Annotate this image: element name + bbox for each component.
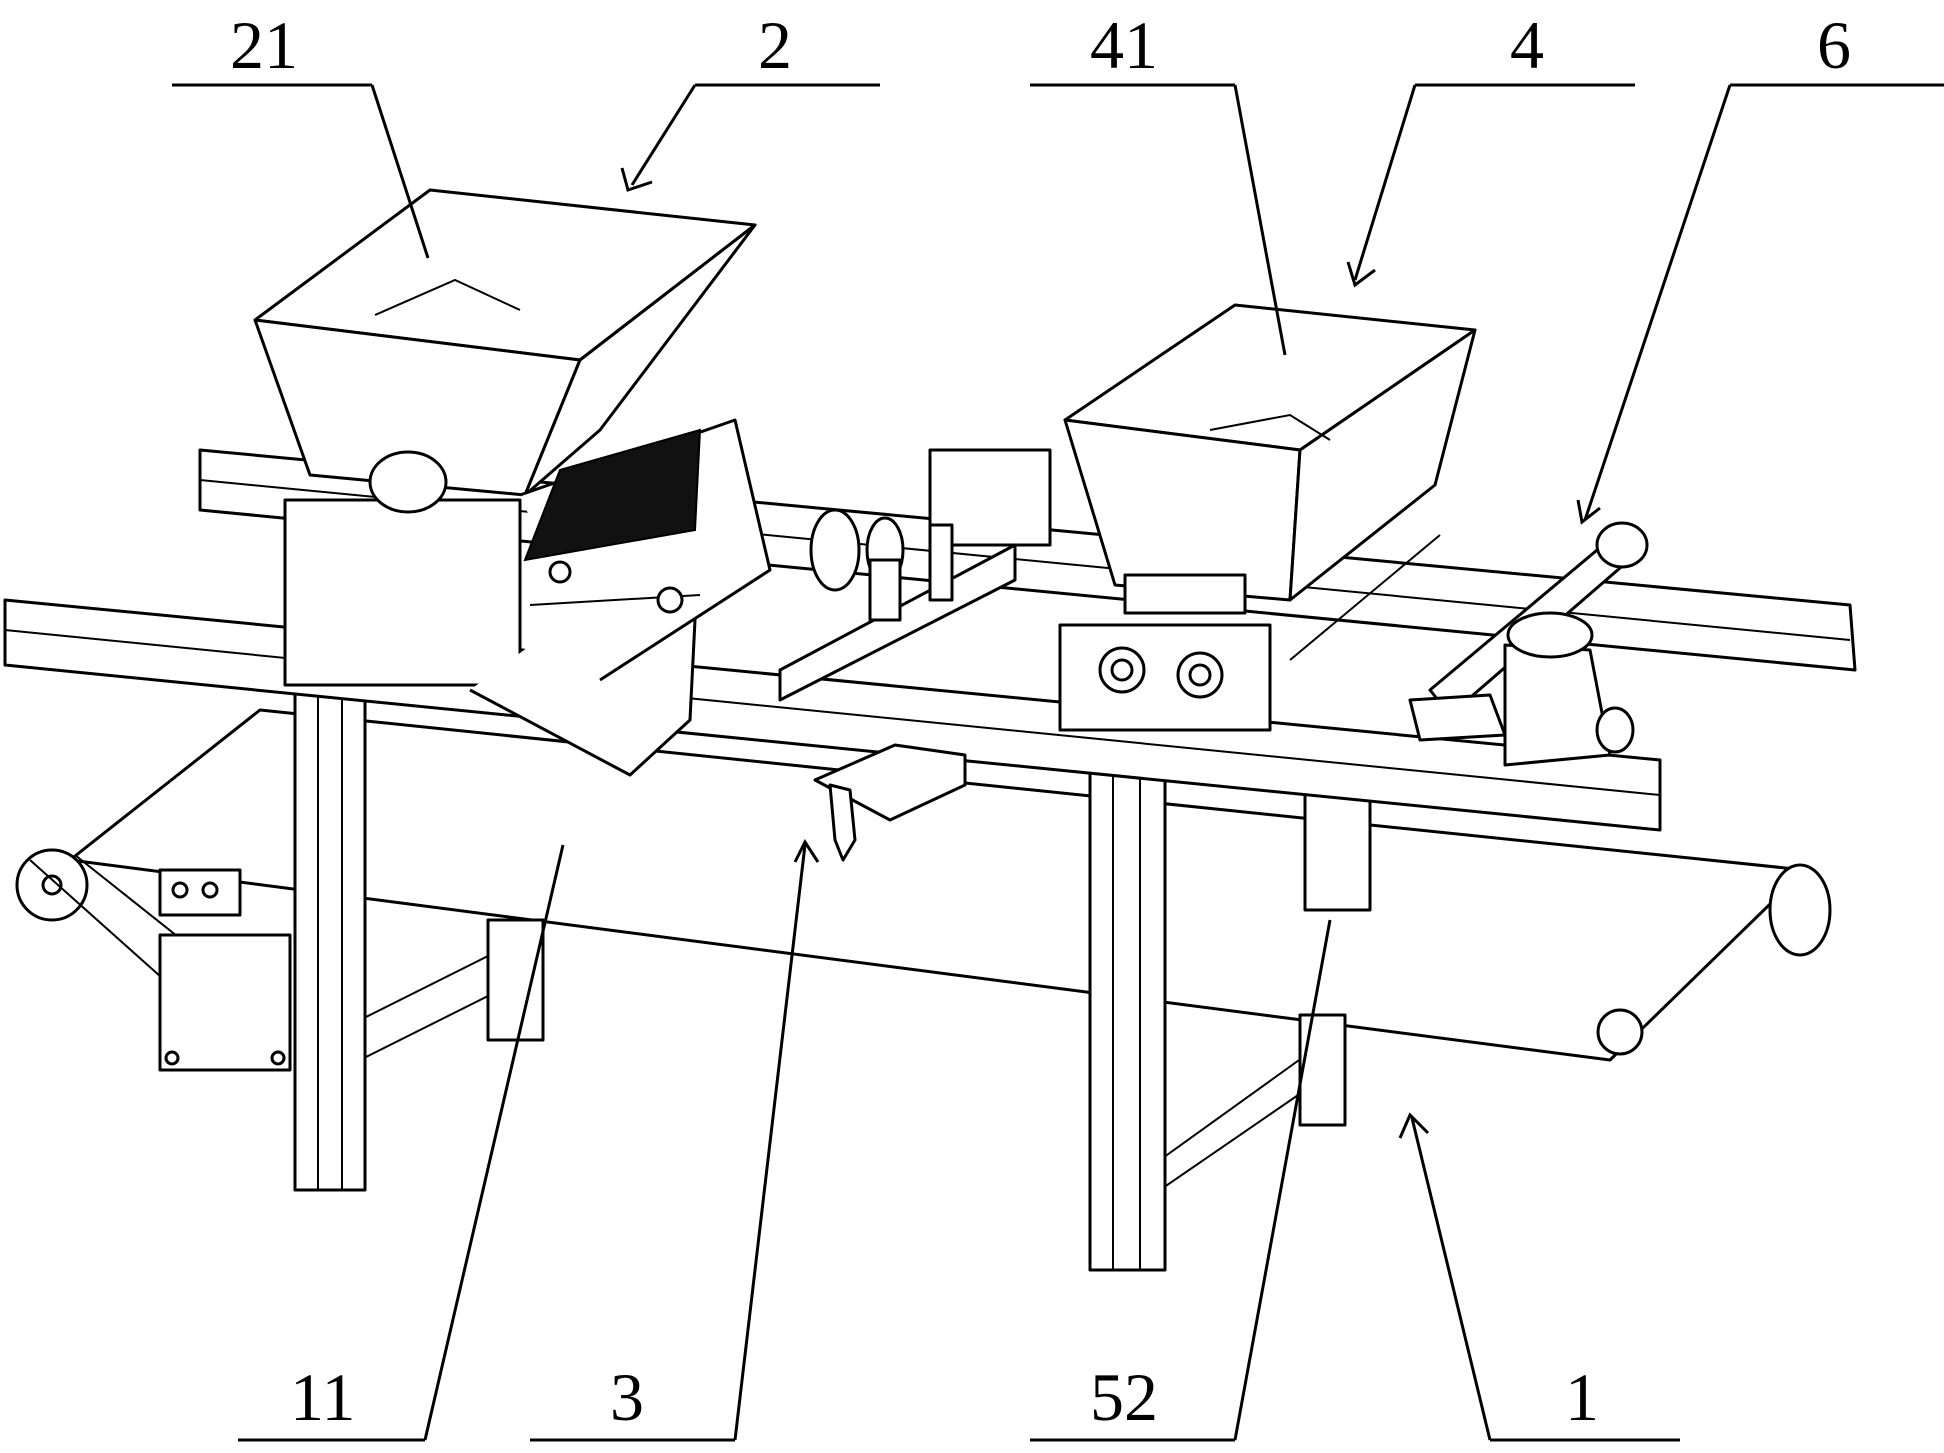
callout-21: 21 xyxy=(172,7,430,259)
callout-label-11: 11 xyxy=(290,1359,355,1435)
central-drive xyxy=(778,448,1052,862)
callout-label-21: 21 xyxy=(230,7,298,83)
callout-3: 3 xyxy=(530,838,820,1442)
callout-label-1: 1 xyxy=(1565,1359,1599,1435)
callout-label-6: 6 xyxy=(1817,7,1851,83)
conveyor-belt xyxy=(15,708,1832,1192)
callout-label-41: 41 xyxy=(1090,7,1158,83)
callout-4: 4 xyxy=(1346,7,1635,288)
callout-label-4: 4 xyxy=(1510,7,1544,83)
callout-6: 6 xyxy=(1576,7,1944,525)
hopper-right xyxy=(1058,303,1477,732)
callout-41: 41 xyxy=(1030,7,1287,356)
pipe-pump xyxy=(1408,521,1649,767)
callout-label-2: 2 xyxy=(758,7,792,83)
callout-52: 52 xyxy=(1030,919,1332,1442)
callout-11: 11 xyxy=(238,844,565,1442)
callout-label-52: 52 xyxy=(1090,1359,1158,1435)
callout-label-3: 3 xyxy=(610,1359,644,1435)
callout-2: 2 xyxy=(620,7,880,192)
hopper-left xyxy=(253,188,772,777)
callouts: 21 2 41 4 6 11 xyxy=(172,7,1944,1442)
callout-1: 1 xyxy=(1398,1112,1680,1442)
